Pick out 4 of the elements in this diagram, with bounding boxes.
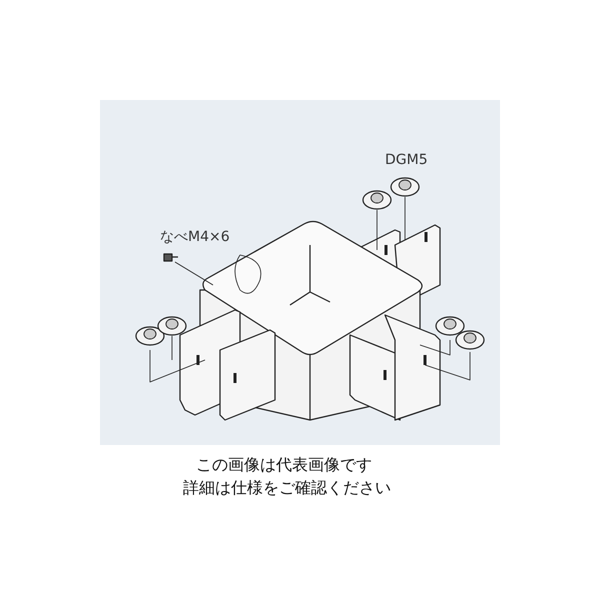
part-label: DGM5 xyxy=(385,152,428,168)
note-text: 詳細は仕様をご確認ください xyxy=(183,478,391,499)
note-text: この画像は代表画像です xyxy=(196,455,372,476)
part-label: なべM4×6 xyxy=(160,228,230,246)
